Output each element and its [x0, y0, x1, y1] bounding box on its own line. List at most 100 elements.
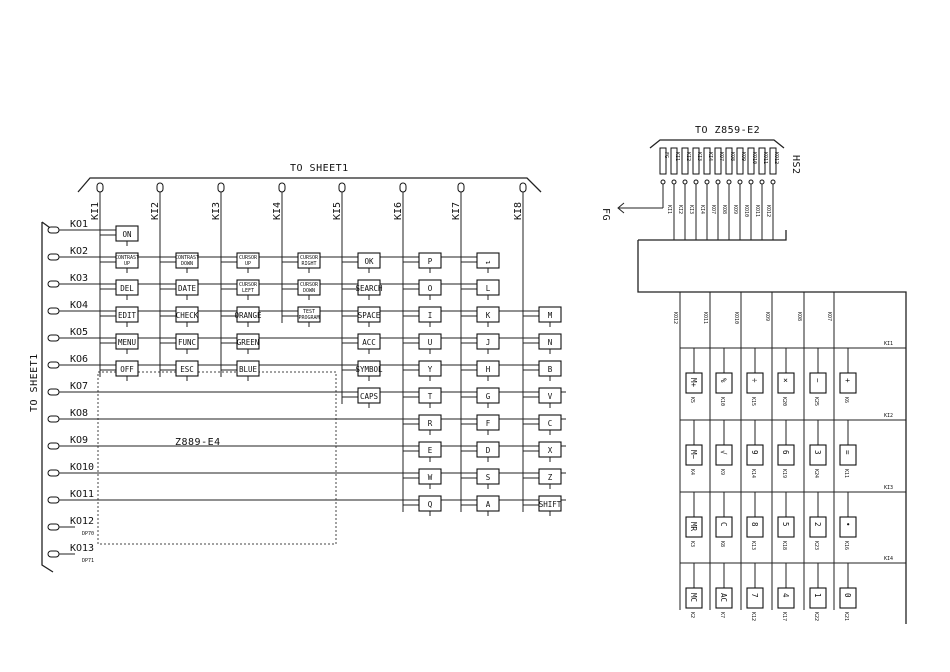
key-label: ACC: [362, 338, 376, 347]
keypad-id: K22: [813, 612, 819, 621]
key-h: H: [461, 360, 500, 381]
keypad-id: K3: [689, 541, 695, 547]
keypad-symbol: MR: [689, 522, 698, 532]
fg-label: FG: [600, 208, 611, 221]
col-label-KI5: KI5: [332, 202, 343, 220]
keypad-symbol: 7: [750, 593, 759, 598]
row-connector-KO1: [47, 226, 60, 234]
row-label-KO7: KO7: [70, 381, 88, 392]
keypad-key-k4: M− K4: [685, 420, 703, 475]
keypad-key-k3: MR K3: [685, 492, 703, 547]
keypad-box: [746, 516, 764, 538]
z889-e4-outline: [97, 371, 337, 545]
keypad-symbol: 4: [781, 593, 790, 598]
key-label: TEST: [303, 309, 315, 315]
keypad-symbol: 1: [813, 593, 822, 598]
pin-KI1: [670, 147, 678, 175]
rcol-label-KO12: KO12: [672, 312, 678, 324]
keypad-key-k15: ÷K15: [746, 348, 764, 406]
key--: ↵: [461, 252, 500, 273]
keypad-id: K8: [719, 541, 725, 547]
key-label: DOWN: [303, 288, 315, 294]
key-label: ↵: [486, 257, 491, 266]
key-ok: OK: [342, 252, 381, 273]
keypad-id: K4: [689, 469, 695, 475]
to-sheet1-top-label: TO SHEET1: [290, 163, 349, 174]
key-symbol: SYMBOL: [342, 360, 383, 381]
fg-arrow: [617, 202, 663, 214]
pin-label-KO10: KO10: [751, 152, 757, 164]
rcol-label-KO7: KO7: [826, 312, 832, 321]
keypad-box: [746, 587, 764, 609]
key-label: Y: [428, 365, 433, 374]
key-label: O: [428, 284, 433, 293]
key-label: I: [428, 311, 433, 320]
key-s: S: [461, 468, 500, 489]
keypad-box: [809, 444, 827, 466]
key-label: L: [486, 284, 491, 293]
key-label: M: [548, 311, 553, 320]
keypad-id: K14: [750, 469, 756, 478]
key-off: OFF: [100, 360, 139, 381]
keypad-id: K20: [781, 397, 787, 406]
keypad-id: K9: [719, 469, 725, 475]
key-label: CURSOR: [300, 255, 319, 261]
key-label: MENU: [118, 338, 136, 347]
key-caps: CAPS: [342, 387, 381, 408]
key-space: SPACE: [342, 306, 381, 327]
keypad-id: K11: [843, 469, 849, 478]
pin-label-KI3: KI3: [696, 152, 702, 161]
row-label-KO11: KO11: [70, 489, 94, 500]
keypad-id: K13: [750, 541, 756, 550]
keypad-id: K12: [750, 612, 756, 621]
keypad-id: K19: [781, 469, 787, 478]
keypad-symbol: M−: [689, 450, 698, 460]
key-label: LEFT: [242, 288, 254, 294]
col-connector-KI4: [278, 182, 286, 193]
col-label-KI8: KI8: [513, 202, 524, 220]
keypad-symbol: •: [843, 522, 852, 527]
hs2-label: HS2: [790, 155, 801, 175]
key-x: X: [523, 441, 562, 462]
key-l: L: [461, 279, 500, 300]
pin-FG: [659, 147, 667, 175]
key-label: S: [486, 473, 491, 482]
keypad-box: [777, 372, 795, 394]
key-label: J: [486, 338, 491, 347]
keypad-box: [746, 372, 764, 394]
key-label: CONTRAST: [175, 255, 199, 261]
pin-KI3: [692, 147, 700, 175]
key-z: Z: [523, 468, 562, 489]
row-connector-KO5: [47, 334, 60, 342]
key-label: U: [428, 338, 433, 347]
rrow-label-KI3: KI3: [884, 485, 893, 491]
key-label: K: [486, 311, 491, 320]
pin-wire-label: KO11: [754, 205, 760, 217]
col-label-KI6: KI6: [393, 202, 404, 220]
pin-terminal: [704, 179, 710, 185]
key-edit: EDIT: [100, 306, 139, 327]
key-label: FUNC: [178, 338, 196, 347]
keypad-symbol: 5: [781, 522, 790, 527]
left-keyboard-section: TO SHEET1 TO SHEET1 Z889-E4 KO1KO2KO3KO4…: [29, 163, 566, 573]
key-label: G: [486, 392, 491, 401]
keypad-symbol: +: [843, 378, 852, 383]
row-label-KO8: KO8: [70, 408, 88, 419]
pin-KO9: [736, 147, 744, 175]
keypad-id: K24: [813, 469, 819, 478]
key-label: ESC: [180, 365, 194, 374]
key-w: W: [403, 468, 442, 489]
keypad-box: [715, 444, 733, 466]
pin-KI2: [681, 147, 689, 175]
keypad-box: [809, 587, 827, 609]
key-label: H: [486, 365, 491, 374]
keypad-symbol: 6: [781, 450, 790, 455]
keypad-symbol: AC: [719, 593, 728, 602]
